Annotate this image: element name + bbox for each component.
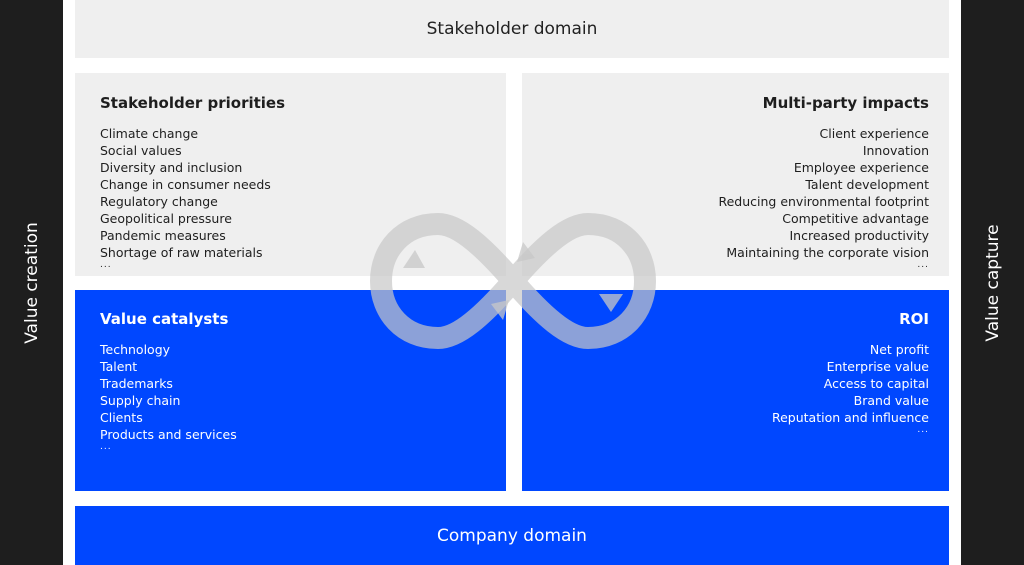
multi-party-impacts-more: ... [917,261,929,269]
list-item: Climate change [100,126,199,141]
stakeholder-priorities-title: Stakeholder priorities [100,94,286,112]
stakeholder-domain-label: Stakeholder domain [426,19,598,39]
list-item: Net profit [869,342,929,357]
list-item: Supply chain [100,393,181,408]
value-catalysts-more: ... [100,443,112,451]
list-item: Maintaining the corporate vision [726,245,929,260]
list-item: Technology [100,342,171,357]
list-item: Brand value [853,393,929,408]
value-creation-bar: Value creation [0,0,63,565]
list-item: Enterprise value [826,359,929,374]
list-item: Client experience [819,126,929,141]
list-item: Clients [100,410,143,425]
roi-title: ROI [899,310,929,328]
list-item: Talent development [805,177,929,192]
list-item: Geopolitical pressure [100,211,232,226]
list-item: Increased productivity [789,228,929,243]
list-item: Employee experience [793,160,929,175]
value-capture-bar: Value capture [961,0,1024,565]
roi-more: ... [917,426,929,434]
list-item: Diversity and inclusion [100,160,243,175]
list-item: Trademarks [100,376,173,391]
list-item: Reducing environmental footprint [718,194,929,209]
multi-party-impacts-title: Multi-party impacts [762,94,929,112]
list-item: Reputation and influence [771,410,929,425]
list-item: Talent [100,359,138,374]
value-capture-label: Value capture [982,223,1003,342]
list-item: Social values [100,143,182,158]
list-item: Regulatory change [100,194,218,209]
list-item: Competitive advantage [782,211,929,226]
value-creation-label: Value creation [21,221,42,344]
list-item: Pandemic measures [100,228,226,243]
value-catalysts-title: Value catalysts [100,310,229,328]
list-item: Change in consumer needs [100,177,271,192]
company-domain-band: Company domain [75,506,949,565]
list-item: Shortage of raw materials [100,245,263,260]
company-domain-label: Company domain [437,525,587,546]
list-item: Access to capital [823,376,929,391]
stakeholder-domain-band: Stakeholder domain [75,0,949,58]
list-item: Innovation [862,143,929,158]
stakeholder-priorities-more: ... [100,261,112,269]
list-item: Products and services [100,427,237,442]
